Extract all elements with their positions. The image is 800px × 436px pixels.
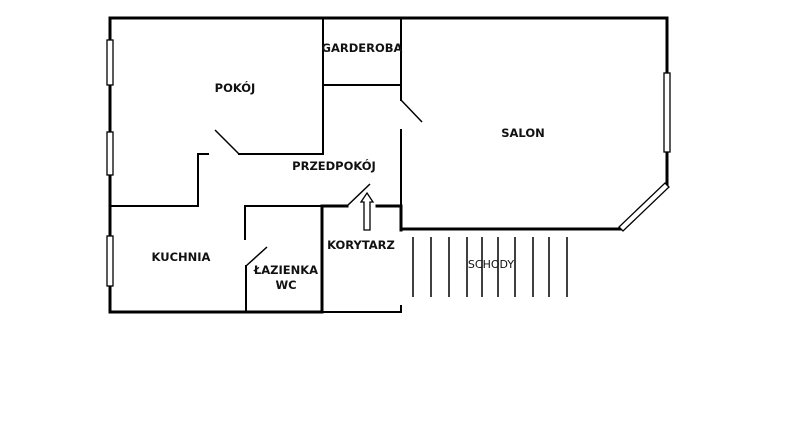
doors xyxy=(214,99,423,267)
pokoj-wall xyxy=(238,17,324,155)
window-pokoj-2 xyxy=(106,131,114,176)
kuchnia-wall xyxy=(109,153,209,207)
door-pokoj xyxy=(214,129,240,155)
label-korytarz: KORYTARZ xyxy=(327,238,395,252)
label-lazienka: ŁAZIENKA xyxy=(253,263,318,277)
window-salon xyxy=(663,72,671,153)
label-pokoj: POKÓJ xyxy=(215,80,256,95)
windows xyxy=(106,39,671,287)
walls xyxy=(108,16,669,314)
label-przedpokoj: PRZEDPOKÓJ xyxy=(292,158,376,173)
label-kuchnia: KUCHNIA xyxy=(152,250,211,264)
label-schody: SCHODY xyxy=(468,258,514,271)
window-kuchnia xyxy=(106,235,114,287)
lazienka-top-wall xyxy=(244,205,323,240)
stairs xyxy=(412,237,568,297)
room-labels: POKÓJ GARDEROBA SALON PRZEDPOKÓJ KORYTAR… xyxy=(152,41,545,292)
door-salon xyxy=(400,99,423,123)
entrance-arrow-icon xyxy=(359,191,375,231)
window-salon-diagonal xyxy=(618,182,670,232)
label-wc: WC xyxy=(275,278,296,292)
label-salon: SALON xyxy=(501,126,545,140)
door-korytarz xyxy=(346,183,371,207)
window-pokoj-1 xyxy=(106,39,114,86)
door-lazienka xyxy=(245,246,268,267)
label-garderoba: GARDEROBA xyxy=(322,41,403,55)
